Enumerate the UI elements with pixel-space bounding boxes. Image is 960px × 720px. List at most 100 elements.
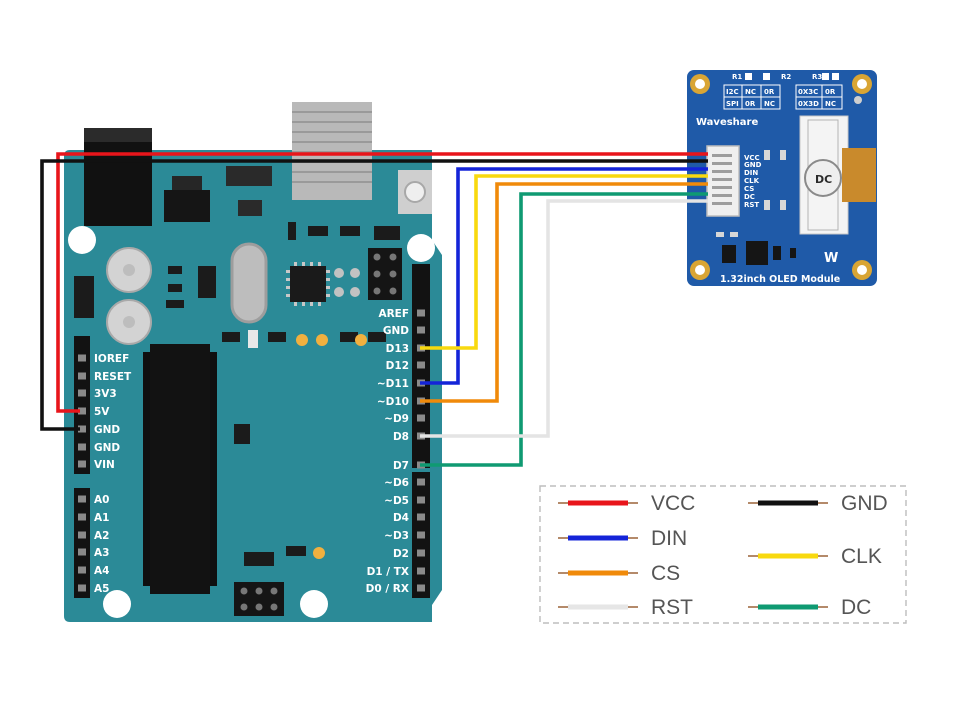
- table-cell: 0X3D: [798, 100, 819, 108]
- wire-vcc: [56, 152, 708, 413]
- left-pin-label: A5: [94, 583, 109, 595]
- crystal-oscillator: [230, 242, 268, 324]
- mount-hole: [68, 226, 96, 254]
- wire-din: [420, 167, 708, 385]
- resistor-label-r3: R3: [812, 73, 822, 81]
- table-cell: 0R: [825, 88, 836, 96]
- right-header-pin: [417, 414, 425, 422]
- smd-component: [238, 200, 262, 216]
- left-pin-label: GND: [94, 424, 120, 436]
- left-header-pin: [78, 443, 86, 451]
- right-pin-label: GND: [383, 325, 409, 337]
- right-pin-label: ~D10: [377, 396, 409, 408]
- usb-ridges: [292, 111, 372, 183]
- right-header-pin: [417, 549, 425, 557]
- right-header-pin: [417, 361, 425, 369]
- power-led: [313, 547, 325, 559]
- dc-logo-badge: [804, 159, 842, 197]
- right-header-pin: [417, 496, 425, 504]
- voltage-regulator: [164, 190, 210, 222]
- right-pin-label: ~D5: [384, 495, 409, 507]
- module-pin-label: RST: [744, 201, 759, 209]
- left-header-pin: [78, 513, 86, 521]
- module-resistors: [716, 150, 786, 237]
- icsp-bottom-pins: [240, 587, 278, 611]
- chip-pins: [286, 262, 330, 306]
- mount-hole: [407, 234, 435, 262]
- regulator-tab: [172, 176, 202, 190]
- connector-slots: [712, 154, 732, 205]
- smd-parts: [166, 222, 400, 566]
- resistor-label-r1: R1: [732, 73, 742, 81]
- left-header-pin: [78, 425, 86, 433]
- left-header-pin: [78, 531, 86, 539]
- left-pin-label: 5V: [94, 406, 110, 418]
- resistor-pad: [745, 73, 752, 80]
- wire-dc: [420, 192, 708, 467]
- left-pin-label: A0: [94, 494, 109, 506]
- legend-label: GND: [841, 492, 888, 515]
- smd-component: [226, 166, 272, 186]
- usb-controller-chip: [290, 266, 326, 302]
- capacitor: [123, 264, 135, 276]
- status-led: [316, 334, 328, 346]
- legend-label: DIN: [651, 527, 687, 550]
- wire-cs: [420, 182, 708, 403]
- left-pin-label: IOREF: [94, 353, 129, 365]
- right-pin-label: ~D6: [384, 477, 409, 489]
- right-header-pin: [417, 478, 425, 486]
- resistor-pad: [763, 73, 770, 80]
- module-brand: Waveshare: [696, 117, 758, 128]
- icsp-header-bottom: [234, 582, 284, 616]
- left-header-pin: [78, 460, 86, 468]
- reset-button-cap: [404, 181, 426, 203]
- right-pin-label: D12: [386, 360, 409, 372]
- right-header-pin: [417, 531, 425, 539]
- dc-power-jack: [84, 128, 152, 226]
- left-pin-label: RESET: [94, 371, 132, 383]
- led: [334, 268, 344, 278]
- right-pin-label: AREF: [378, 308, 409, 320]
- left-pin-label: VIN: [94, 459, 115, 471]
- left-header-pin: [78, 372, 86, 380]
- table-cell: NC: [764, 100, 775, 108]
- left-pin-label: A4: [94, 565, 109, 577]
- right-pin-label: D0 / RX: [366, 583, 409, 595]
- module-small-part: [854, 96, 862, 104]
- table-cell: SPI: [726, 100, 739, 108]
- left-pin-label: GND: [94, 442, 120, 454]
- dc-jack-top: [84, 128, 152, 142]
- status-led: [355, 334, 367, 346]
- mount-hole: [103, 590, 131, 618]
- right-header-pin: [417, 567, 425, 575]
- diode: [74, 276, 94, 318]
- right-pin-label: D2: [393, 548, 409, 560]
- legend-label: RST: [651, 596, 693, 619]
- icsp-header: [368, 248, 402, 300]
- resistor-label-r2: R2: [781, 73, 791, 81]
- right-header-pin: [417, 309, 425, 317]
- legend-label: DC: [841, 596, 871, 619]
- wire-gnd: [40, 159, 708, 431]
- module-pin-label: CLK: [744, 177, 760, 185]
- module-components: [722, 241, 796, 265]
- module-pin-label: VCC: [744, 154, 760, 162]
- mcu-socket-pins: [143, 352, 217, 586]
- mount-hole: [300, 590, 328, 618]
- table-cell: 0R: [745, 100, 756, 108]
- resistor-pad: [832, 73, 839, 80]
- table-cell: I2C: [726, 88, 739, 96]
- wires: [40, 152, 708, 467]
- display-flex-cable: [842, 148, 876, 202]
- legend-label: VCC: [651, 492, 695, 515]
- resistor-table-right: [795, 84, 843, 110]
- right-pin-label: D1 / TX: [367, 566, 409, 578]
- led: [334, 287, 344, 297]
- right-header-pin: [417, 584, 425, 592]
- resistor-table-left: [723, 84, 781, 110]
- right-pin-label: D7: [393, 460, 409, 472]
